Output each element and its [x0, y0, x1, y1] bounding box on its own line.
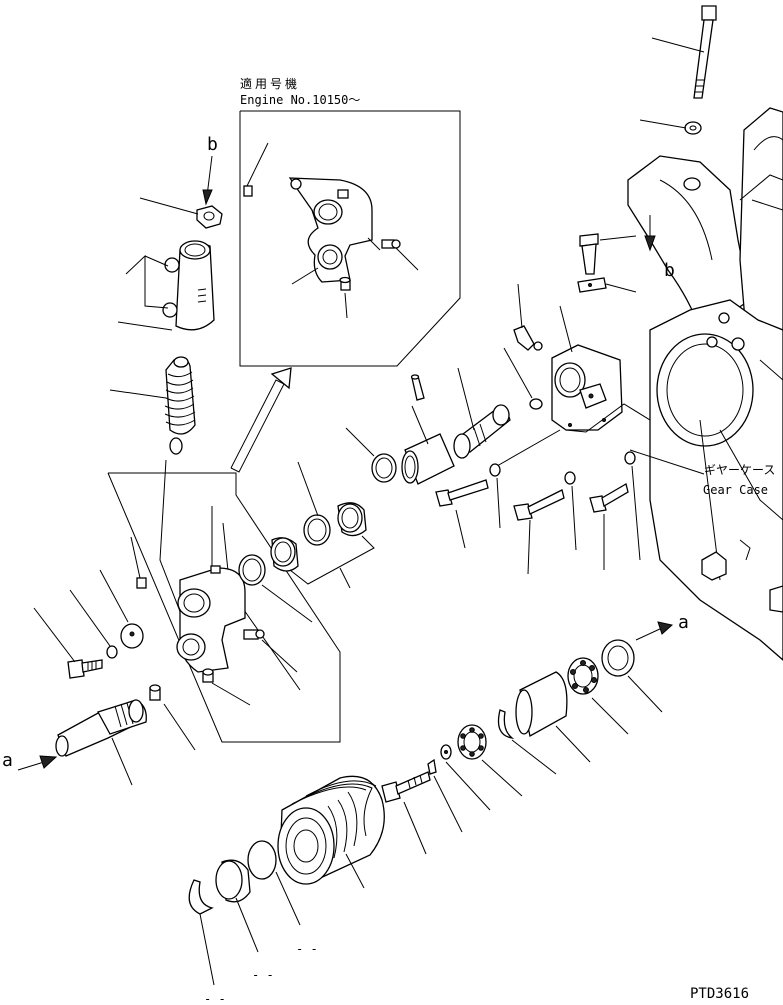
needle-bearing-1	[270, 537, 299, 572]
breather-nipple	[513, 325, 543, 351]
seal-ring-3	[371, 453, 397, 483]
inset-box: 適用号機 Engine No.10150～	[239, 76, 461, 367]
assembly-outline	[107, 472, 341, 743]
upper-sleeve	[162, 240, 215, 331]
gear-case-label-jp: ギヤーケース	[704, 463, 775, 477]
inset-title-jp: 適用号機	[240, 76, 300, 91]
ref-b-top: b	[207, 134, 218, 155]
bolt-left	[67, 659, 103, 679]
snap-ring-2	[188, 879, 214, 915]
mounting-bracket	[551, 344, 623, 431]
mark-2: - -	[252, 968, 274, 982]
nut-top	[196, 205, 223, 229]
arrow-b-right	[644, 215, 656, 252]
lock-plate	[577, 277, 607, 293]
arrow-a-right	[635, 621, 674, 641]
rubber-boot	[164, 356, 196, 455]
seal-ring-2	[303, 514, 331, 546]
dowel-pin-small	[149, 684, 161, 701]
ball-bearing-2	[457, 724, 487, 760]
needle-bearing-2	[337, 502, 367, 537]
bolt-1	[435, 479, 489, 507]
ball-bearing-1	[567, 657, 599, 695]
top-washer	[684, 121, 702, 135]
end-cap	[215, 859, 251, 903]
mark-3: - -	[204, 992, 226, 1005]
washer-2	[564, 471, 576, 485]
inset-nipple	[381, 239, 401, 249]
thrust-disc	[247, 840, 277, 880]
lock-washer-lower	[440, 744, 452, 760]
inset-housing	[288, 177, 373, 283]
long-bolt	[693, 5, 717, 99]
grease-nipple-main	[136, 577, 147, 589]
ref-a-right: a	[678, 612, 689, 633]
ref-a-left: a	[2, 750, 13, 771]
snap-ring-1	[497, 709, 515, 740]
bolt-lower	[381, 771, 431, 803]
gear-case-label-en: Gear Case	[703, 483, 768, 497]
roll-pin	[410, 374, 425, 401]
damper-pulley	[277, 775, 385, 885]
washer-1	[489, 463, 501, 477]
plug-main	[202, 668, 214, 683]
main-housing	[176, 506, 246, 673]
inner-shaft	[453, 404, 511, 459]
bolt-2	[513, 489, 565, 521]
inset-arrow	[230, 367, 292, 473]
outer-seal	[601, 639, 635, 677]
bush-sleeve	[401, 433, 455, 485]
spring-washer-left	[106, 645, 118, 659]
gear-case	[649, 107, 783, 661]
bolt-3	[589, 483, 629, 513]
nipple-main	[243, 629, 265, 640]
small-pin	[529, 398, 543, 410]
small-clip	[427, 758, 437, 775]
washer-3	[624, 451, 636, 465]
arrow-a-left	[17, 755, 58, 771]
bush-lower	[515, 671, 568, 737]
small-bolt-right	[579, 233, 599, 275]
seal-ring-1	[238, 554, 266, 586]
inset-title-en: Engine No.10150～	[240, 93, 360, 107]
arrow-b-top	[202, 155, 213, 206]
ref-b-right: b	[664, 260, 675, 281]
mark-1: - -	[296, 942, 318, 956]
washer-plate	[120, 623, 144, 649]
drawing-id: PTD3616	[690, 986, 749, 1002]
inset-plug	[339, 276, 351, 291]
main-shaft	[55, 699, 147, 757]
inset-grease-nipple	[243, 185, 253, 197]
